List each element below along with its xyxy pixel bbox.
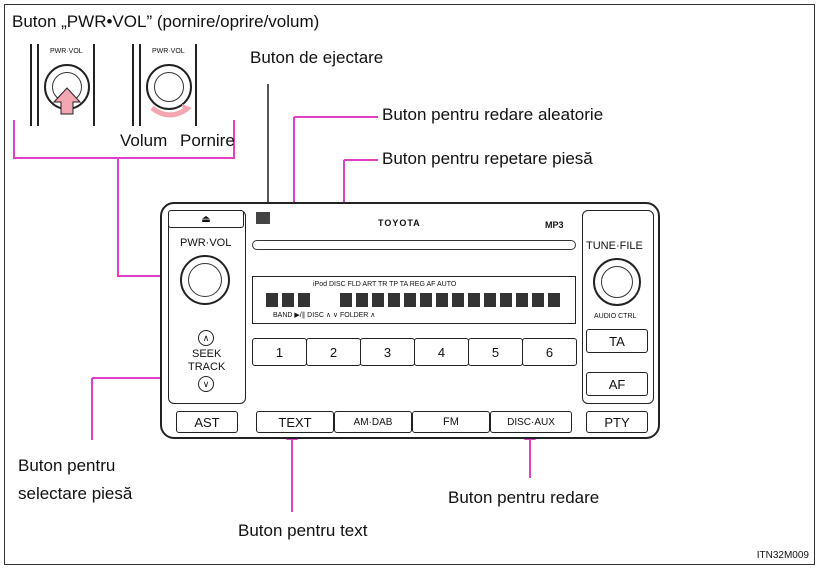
display-segment <box>404 293 416 307</box>
tune-file-knob[interactable] <box>593 258 641 306</box>
display-segment <box>532 293 544 307</box>
ast-button[interactable]: AST <box>176 411 238 433</box>
display-segment <box>266 293 278 307</box>
reference-code: ITN32M009 <box>756 550 809 561</box>
text-button[interactable]: TEXT <box>256 411 334 433</box>
track-caption: TRACK <box>188 361 226 373</box>
knob-inset-turn: PWR·VOL <box>132 44 212 126</box>
display-segment <box>468 293 480 307</box>
display-segment <box>420 293 432 307</box>
repeat-button-label: Buton pentru repetare piesă <box>382 149 593 168</box>
eject-button[interactable]: ⏏ <box>168 210 244 228</box>
display-segment <box>484 293 496 307</box>
display-segment <box>500 293 512 307</box>
seek-caption: SEEK <box>192 348 222 360</box>
fm-button[interactable]: FM <box>412 411 490 433</box>
disc-slot <box>252 240 576 250</box>
seek-up-icon[interactable]: ∧ <box>198 330 214 346</box>
power-label: Pornire <box>180 131 235 150</box>
preset-button-2[interactable]: 2 <box>306 338 361 366</box>
tune-file-caption: TUNE·FILE <box>586 240 643 252</box>
display-segment <box>340 293 352 307</box>
display-indicators-top: iPod DISC FLD ART TR TP TA REG AF AUTO <box>313 281 457 288</box>
display-segment <box>436 293 448 307</box>
pty-button[interactable]: PTY <box>586 411 648 433</box>
eject-button-label: Buton de ejectare <box>250 48 384 67</box>
display-segment <box>356 293 368 307</box>
display-segment <box>548 293 560 307</box>
preset-button-1[interactable]: 1 <box>252 338 307 366</box>
brand-logo: TOYOTA <box>378 218 421 228</box>
play-button-label: Buton pentru redare <box>448 488 600 507</box>
audio-ctrl-caption: AUDIO CTRL <box>594 313 637 320</box>
track-select-label-2: selectare piesă <box>18 484 133 503</box>
volume-label: Volum <box>120 131 168 150</box>
display-segment <box>298 293 310 307</box>
preset-button-4[interactable]: 4 <box>414 338 469 366</box>
seek-down-icon[interactable]: ∨ <box>198 376 214 392</box>
eject-icon <box>256 212 270 224</box>
display-segment <box>388 293 400 307</box>
lcd-display: iPod DISC FLD ART TR TP TA REG AF AUTO B… <box>252 276 576 324</box>
ta-button[interactable]: TA <box>586 329 648 353</box>
right-control-column <box>582 210 654 404</box>
figure-frame <box>4 4 815 565</box>
push-arrow-icon <box>52 87 82 115</box>
am-dab-button[interactable]: AM·DAB <box>334 411 412 433</box>
preset-button-5[interactable]: 5 <box>468 338 523 366</box>
display-segment <box>282 293 294 307</box>
rotate-arrow-icon <box>150 104 192 118</box>
track-select-label-1: Buton pentru <box>18 456 116 475</box>
display-indicators-bottom: BAND ▶/∥ DISC ∧ ∨ FOLDER ∧ <box>273 312 376 319</box>
af-button[interactable]: AF <box>586 372 648 396</box>
disc-aux-button[interactable]: DISC·AUX <box>490 411 572 433</box>
pwr-vol-knob-inset <box>146 64 192 110</box>
pwr-vol-button-label: Buton „PWR•VOL” (pornire/oprire/volum) <box>12 12 320 31</box>
format-logo: MP3 <box>545 220 564 230</box>
preset-button-3[interactable]: 3 <box>360 338 415 366</box>
text-button-label: Buton pentru text <box>238 521 368 540</box>
random-button-label: Buton pentru redare aleatorie <box>382 105 604 124</box>
display-segment <box>516 293 528 307</box>
pwr-vol-knob[interactable] <box>180 255 230 305</box>
inset-caption: PWR·VOL <box>50 48 83 55</box>
knob-inset-push: PWR·VOL <box>30 44 100 126</box>
pwr-vol-caption: PWR·VOL <box>180 237 232 249</box>
inset-caption: PWR·VOL <box>152 48 185 55</box>
display-segment <box>372 293 384 307</box>
display-segment <box>452 293 464 307</box>
preset-button-6[interactable]: 6 <box>522 338 577 366</box>
